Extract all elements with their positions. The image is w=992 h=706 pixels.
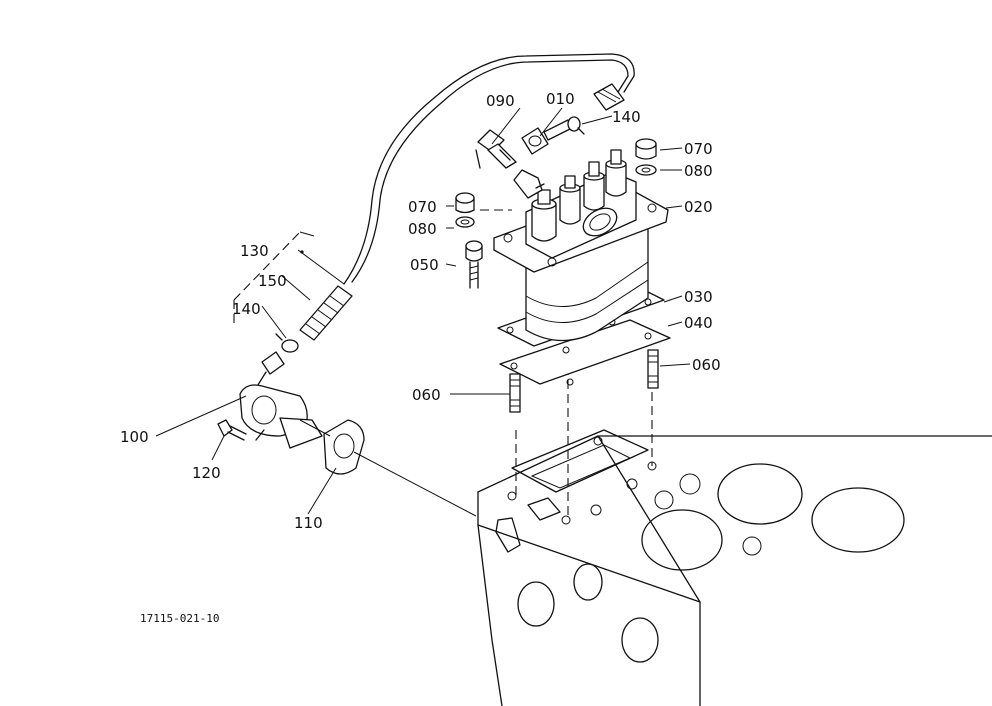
bolt-050 xyxy=(465,240,483,289)
label-140-lower: 140 xyxy=(232,300,261,318)
nut-070-right xyxy=(635,138,657,160)
clamp-140-lower xyxy=(275,333,299,353)
drawing-code: 17115-021-10 xyxy=(140,612,219,625)
banjo-fitting-010 xyxy=(521,119,573,155)
washer-080-left xyxy=(455,216,475,228)
fuel-pipe xyxy=(343,53,635,285)
stud-060-left xyxy=(509,373,521,413)
label-050: 050 xyxy=(410,256,439,274)
label-030: 030 xyxy=(684,288,713,306)
label-140-upper: 140 xyxy=(612,108,641,126)
label-090: 090 xyxy=(486,92,515,110)
leader-lines xyxy=(155,107,691,515)
engine-block xyxy=(477,429,992,706)
label-110: 110 xyxy=(294,514,323,532)
label-130: 130 xyxy=(240,242,269,260)
label-070-left: 070 xyxy=(408,198,437,216)
nut-070-left xyxy=(455,192,475,214)
pipe-joint xyxy=(513,169,545,199)
solenoid-center-line xyxy=(299,419,331,437)
label-020: 020 xyxy=(684,198,713,216)
stud-060-right xyxy=(647,349,659,389)
stop-solenoid-100 xyxy=(239,351,323,449)
boot-150 xyxy=(299,285,353,341)
washer-080-right xyxy=(635,164,657,176)
label-080-left: 080 xyxy=(408,220,437,238)
label-060-left: 060 xyxy=(412,386,441,404)
label-100: 100 xyxy=(120,428,149,446)
label-060-right: 060 xyxy=(692,356,721,374)
banjo-fitting-090 xyxy=(475,129,517,169)
label-070-right: 070 xyxy=(684,140,713,158)
label-120: 120 xyxy=(192,464,221,482)
solenoid-axis-line xyxy=(353,451,477,517)
label-040: 040 xyxy=(684,314,713,332)
label-150: 150 xyxy=(258,272,287,290)
bolt-120 xyxy=(217,419,247,441)
label-010: 010 xyxy=(546,90,575,108)
part-labels: 090 010 140 070 080 020 070 080 050 030 … xyxy=(120,90,721,532)
gasket-110 xyxy=(323,419,365,475)
injection-pump xyxy=(493,149,669,342)
clamp-140-upper xyxy=(567,116,585,135)
label-080-right: 080 xyxy=(684,162,713,180)
